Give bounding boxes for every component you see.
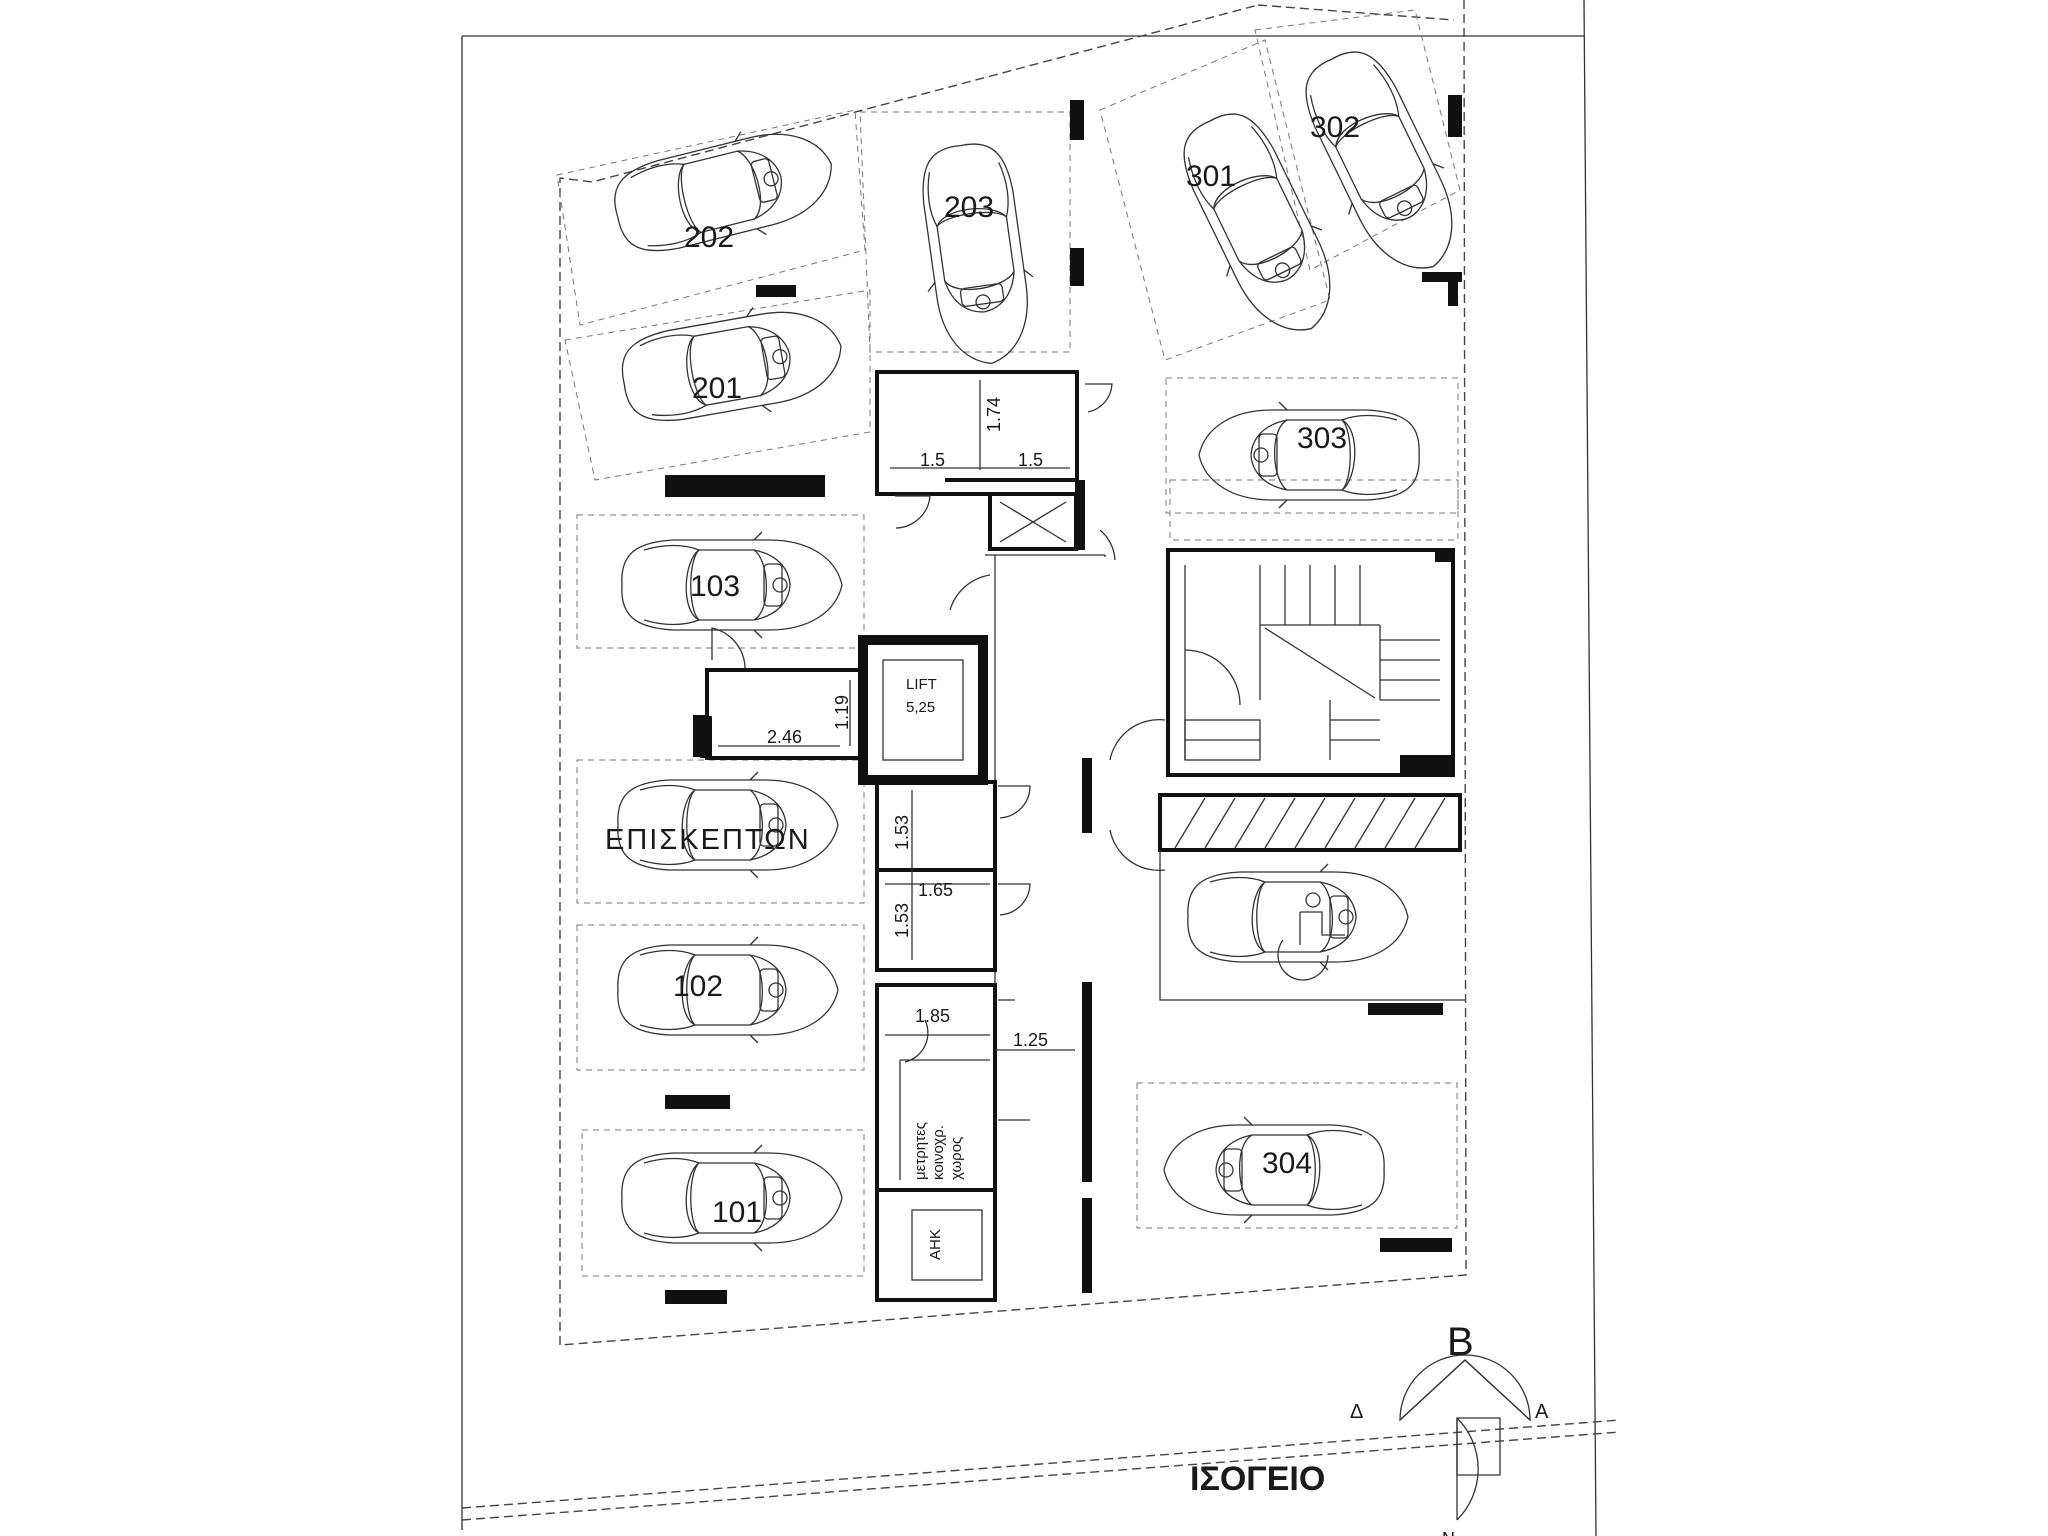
street-line-lower xyxy=(461,1431,1621,1521)
plot-outline xyxy=(559,0,1467,1346)
compass-south: Ν xyxy=(1442,1529,1455,1536)
car-303 xyxy=(1198,401,1420,509)
storage-rooms xyxy=(875,370,1116,561)
svg-text:μετρητες: μετρητες xyxy=(912,1122,929,1180)
dim-storage-w2: 1.5 xyxy=(1018,450,1043,470)
visitor-parking-label: ΕΠΙΣΚΕΠΤΩΝ xyxy=(605,824,811,856)
car-accessible xyxy=(1187,863,1409,971)
meters-room-label: μετρητες κοινοχρ. χωρος xyxy=(912,1122,965,1180)
parking-label-303: 303 xyxy=(1297,422,1347,455)
dim-room-w: 2.46 xyxy=(767,727,802,747)
wc-rooms xyxy=(875,780,1031,972)
parking-label-301: 301 xyxy=(1186,160,1236,193)
dim-wc-h1: 1.53 xyxy=(892,815,912,850)
compass-icon xyxy=(1399,1354,1531,1521)
parking-label-203: 203 xyxy=(944,191,994,224)
dim-storage-w1: 1.5 xyxy=(920,450,945,470)
compass-west: Δ xyxy=(1350,1401,1363,1423)
parking-label-302: 302 xyxy=(1310,111,1360,144)
floor-title: ΙΣΟΓΕΙΟ xyxy=(1190,1460,1325,1498)
parking-label-102: 102 xyxy=(673,970,723,1003)
parking-label-304: 304 xyxy=(1262,1147,1312,1180)
dim-corridor-w: 1.25 xyxy=(1013,1030,1048,1050)
car-302 xyxy=(1283,35,1482,291)
car-102 xyxy=(617,936,839,1044)
lift-area: 5,25 xyxy=(906,699,935,716)
dim-wc-w: 1.65 xyxy=(918,880,953,900)
staircase xyxy=(1166,548,1455,777)
svg-text:χωρος: χωρος xyxy=(948,1137,965,1180)
dim-wc-h2: 1.53 xyxy=(892,903,912,938)
meter-rooms xyxy=(875,983,1075,1302)
site-boundary-right xyxy=(1583,0,1597,1536)
compass-north: Β xyxy=(1447,1320,1474,1364)
small-room xyxy=(700,627,864,760)
svg-text:κοινοχρ.: κοινοχρ. xyxy=(930,1125,947,1180)
lift-label: LIFT xyxy=(906,676,937,693)
parking-label-101: 101 xyxy=(712,1196,762,1229)
parking-label-103: 103 xyxy=(690,570,740,603)
parking-label-201: 201 xyxy=(692,372,742,405)
accessible-parking-icon xyxy=(1277,892,1345,981)
car-201 xyxy=(614,292,851,437)
hatched-strip xyxy=(1158,793,1465,1001)
dim-meter-w: 1.85 xyxy=(915,1006,950,1026)
car-203 xyxy=(907,137,1045,372)
compass-east: Α xyxy=(1535,1401,1549,1423)
parking-label-202: 202 xyxy=(684,221,734,254)
dim-storage-h: 1.74 xyxy=(984,397,1004,432)
column-markers xyxy=(665,95,1462,1304)
dim-room-h: 1.19 xyxy=(832,695,852,730)
parking-bay-outlines xyxy=(556,9,1461,1277)
street-line-upper xyxy=(461,1419,1621,1509)
ahk-label: ΑΗΚ xyxy=(927,1229,944,1260)
